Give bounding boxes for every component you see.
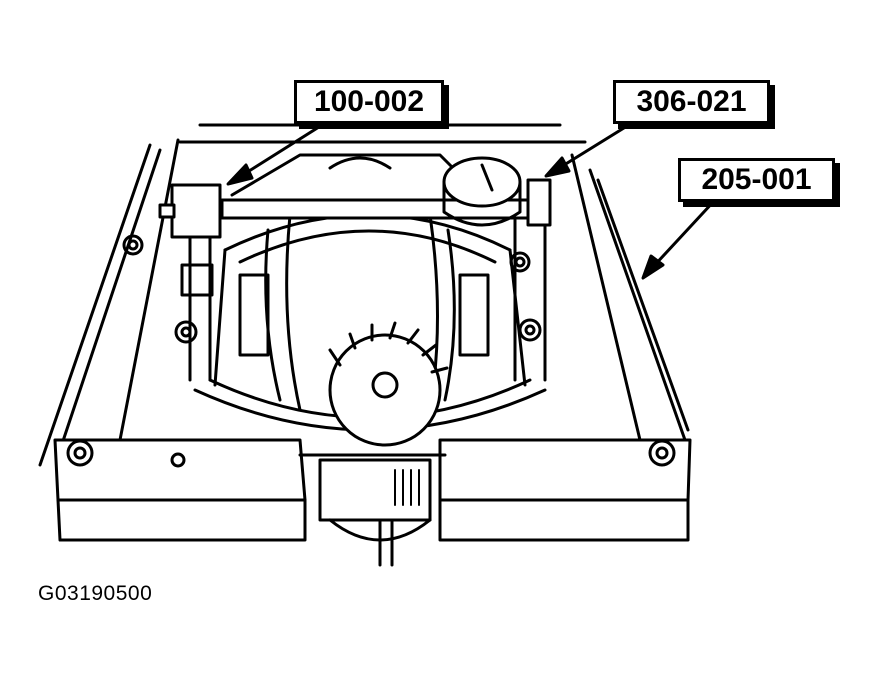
dial-indicator [442, 156, 522, 227]
figure-id: G03190500 [38, 582, 153, 605]
callout-306-021: 306-021 [613, 80, 770, 124]
callout-100-002: 100-002 [294, 80, 444, 124]
leader-arrows [226, 116, 717, 280]
fixture-frame [38, 123, 690, 467]
corner-bolts [66, 234, 676, 468]
callout-205-001: 205-001 [678, 158, 835, 202]
base-plates [53, 438, 692, 567]
ring-gear [328, 321, 449, 447]
crossbar-fixture [158, 153, 552, 382]
